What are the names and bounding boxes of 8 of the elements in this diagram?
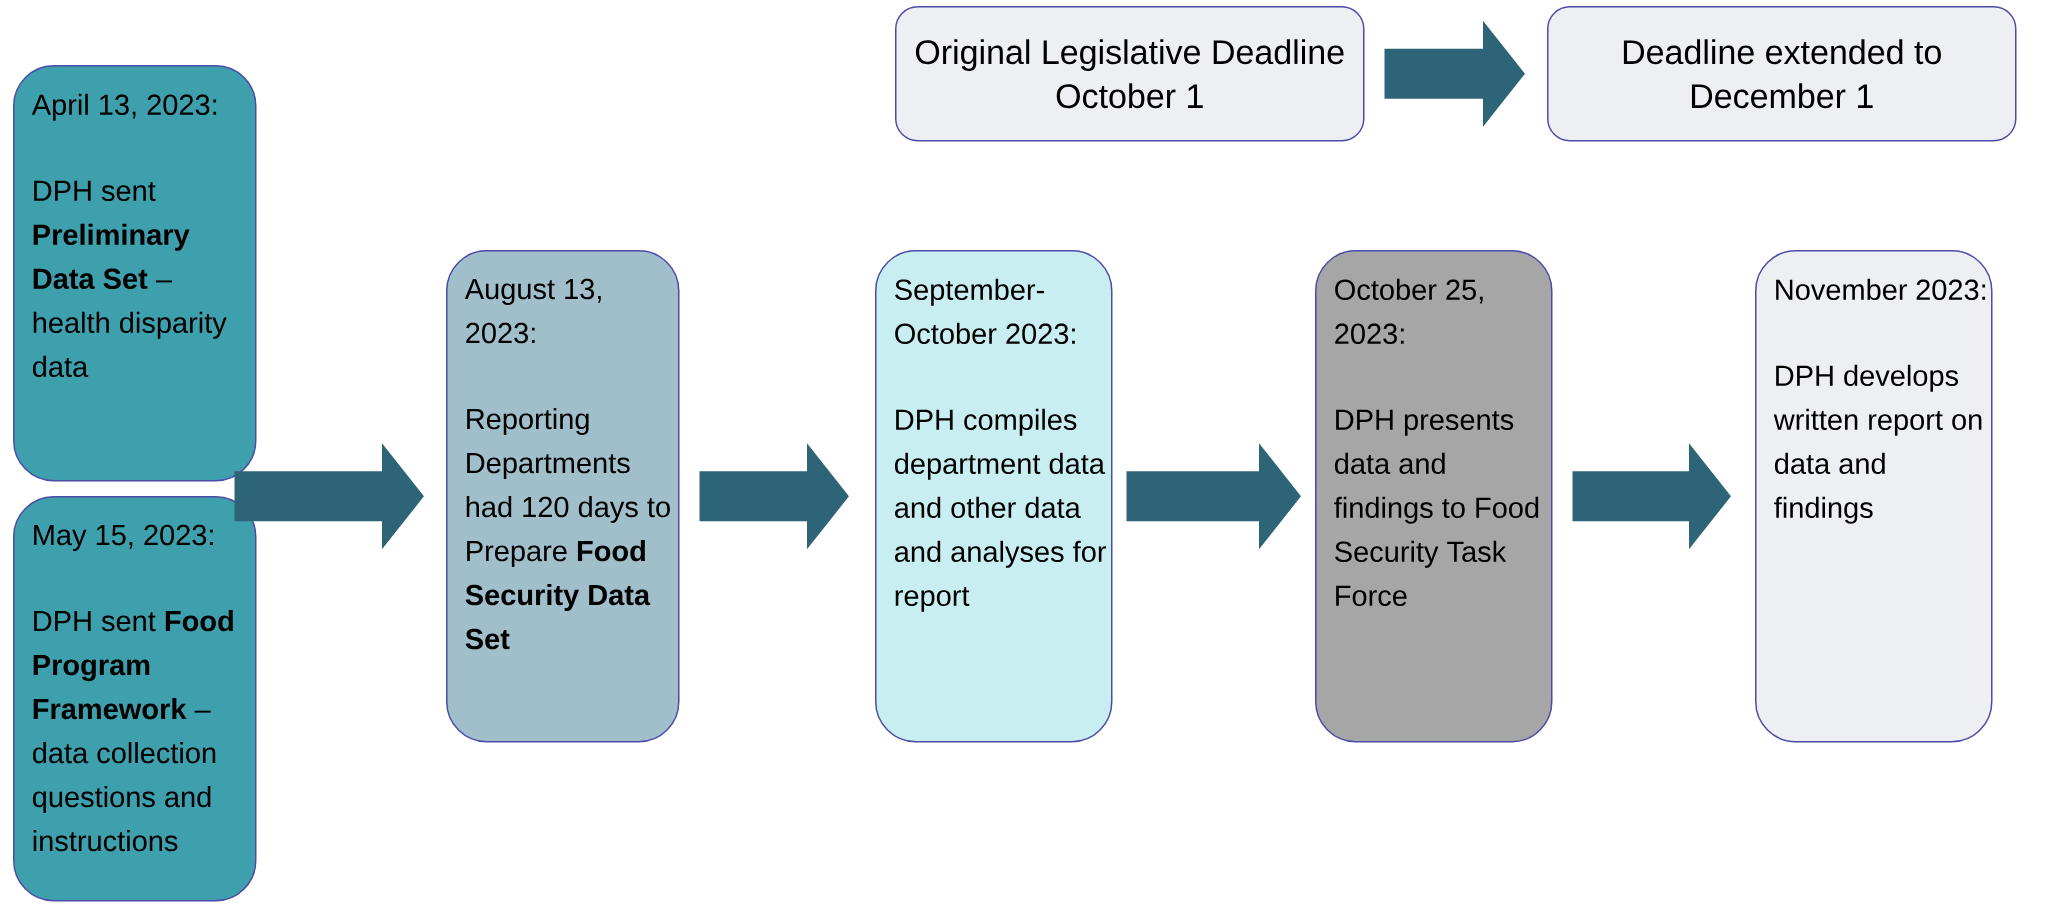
deadline-box: Deadline extended to December 1 [1547,6,2017,142]
deadline-box: Original Legislative Deadline October 1 [895,6,1365,142]
timeline-box: October 25, 2023: DPH presents data and findings to Food Security Task Force [1315,250,1553,743]
timeline-box: April 13, 2023: DPH sent Preliminary Data Set – health disparity data [13,65,257,482]
timeline-box: September-October 2023: DPH compiles department data and other data and analyses for report [875,250,1113,743]
timeline-box: August 13, 2023: Reporting Departments had 120 days to Prepare Food Security Data Set [446,250,680,743]
timeline-box: May 15, 2023: DPH sent Food Program Framework – data collection questions and instructions [13,496,257,902]
timeline-box: November 2023: DPH develops written report on data and findings [1755,250,1993,743]
